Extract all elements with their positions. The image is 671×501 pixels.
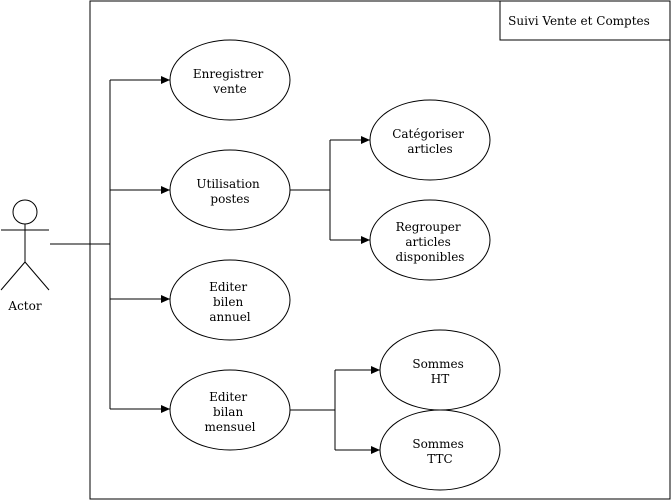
regrouper-label: Regrouper articles disponibles	[396, 220, 465, 264]
use-case-sommes-ttc	[379, 409, 501, 491]
actor-figure	[0, 199, 50, 291]
actor-connectors	[50, 76, 170, 413]
use-case-editer-bilen-annuel	[169, 259, 291, 341]
actor-label: Actor	[7, 299, 41, 313]
actor-head	[12, 199, 38, 225]
use-case-categoriser-articles	[369, 99, 491, 181]
sommes-ht-label: Sommes HT	[412, 357, 467, 386]
enregistrer-label: Enregistrer vente	[193, 67, 267, 96]
utilisation-label: Utilisation postes	[196, 177, 263, 206]
mensuel-connectors	[290, 366, 380, 454]
use-case-regrouper-articles	[369, 199, 491, 281]
editer-annuel-label: Editer bilen annuel	[209, 280, 251, 324]
categoriser-label: Catégoriser articles	[392, 127, 468, 156]
use-case-editer-bilan-mensuel	[169, 369, 291, 451]
use-case-enregistrer-vente	[169, 39, 291, 121]
system-title: Suivi Vente et Comptes	[508, 14, 650, 28]
utilisation-connectors	[290, 136, 370, 244]
system-title-box	[499, 0, 671, 41]
sommes-ttc-label: Sommes TTC	[412, 437, 467, 466]
use-case-utilisation-postes	[169, 149, 291, 231]
editer-mensuel-label: Editer bilan mensuel	[204, 390, 255, 434]
